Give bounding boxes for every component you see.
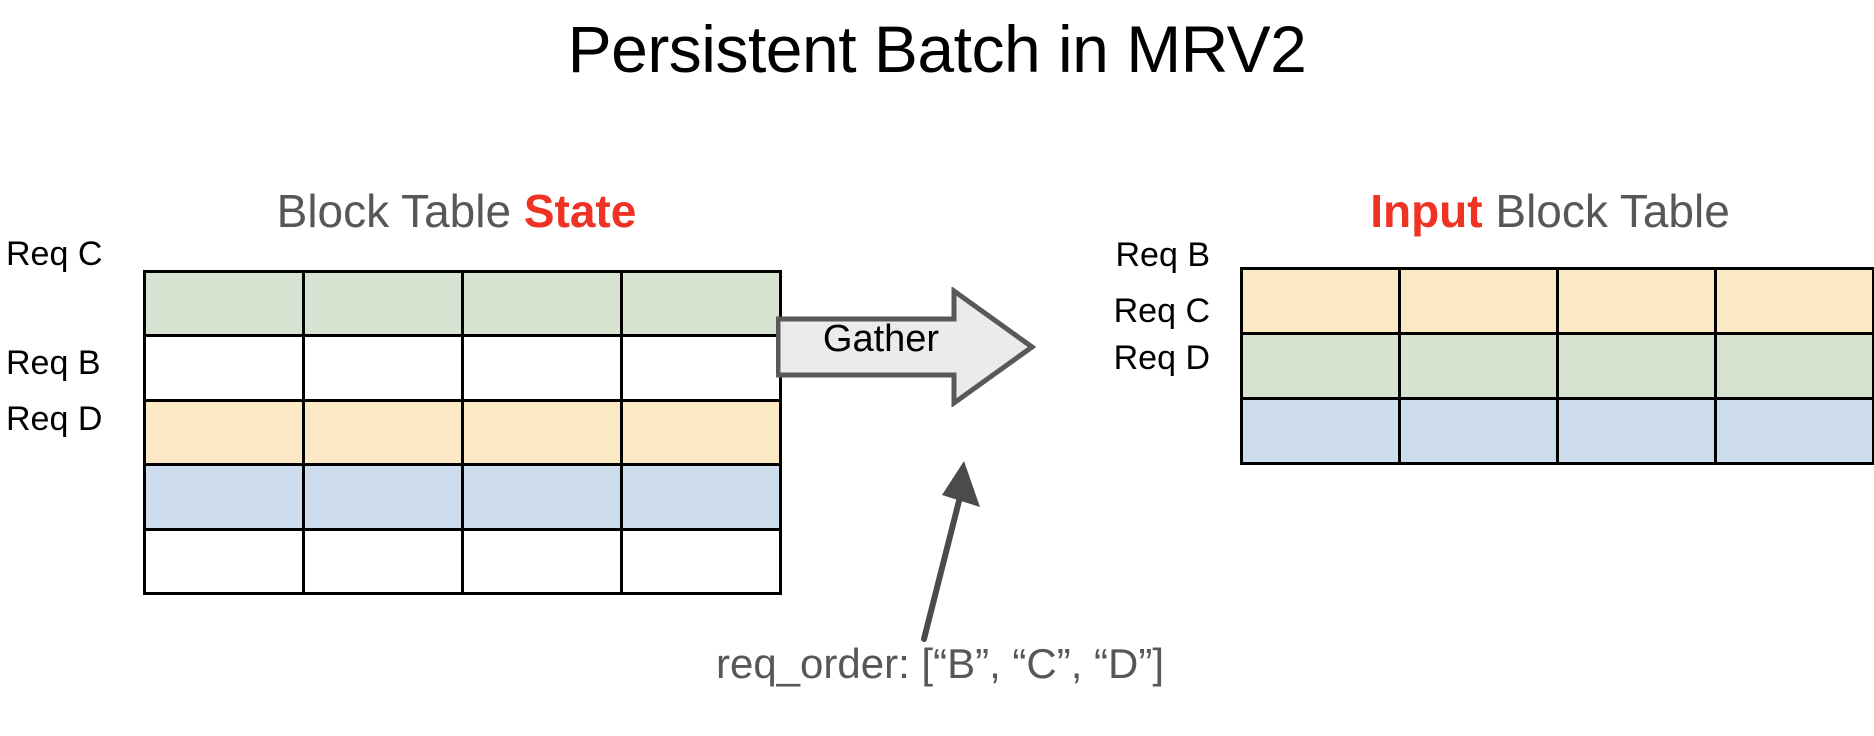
block-table-state-cell (302, 398, 464, 467)
req-order-caption: req_order: [“B”, “C”, “D”] (715, 640, 1165, 687)
callout-arrow-icon (921, 461, 980, 642)
input-block-table-row (1240, 267, 1874, 335)
left-heading-prefix: Block Table (276, 185, 524, 237)
block-table-state-cell (143, 398, 305, 467)
block-table-state-cell (143, 527, 305, 596)
input-block-table-cell (1240, 267, 1401, 335)
left-heading-accent: State (523, 185, 637, 237)
page-title: Persistent Batch in MRV2 (567, 12, 1307, 86)
input-block-table-cell (1714, 397, 1874, 465)
block-table-state-row (143, 269, 782, 338)
block-table-state-cell (620, 334, 782, 402)
input-block-table-cell (1398, 267, 1559, 335)
block-table-state-cell (620, 527, 782, 596)
block-table-state-cell (143, 463, 305, 531)
gather-label: Gather (822, 318, 940, 360)
block-table-state-cell (302, 269, 464, 338)
block-table-state-row (143, 334, 782, 402)
block-table-state-cell (620, 269, 782, 338)
left-row-label-req-c: Req C (6, 235, 103, 273)
right-heading-suffix: Block Table (1482, 185, 1730, 237)
input-block-table-cell (1714, 267, 1874, 335)
block-table-state-cell (461, 527, 623, 596)
gather-arrow-icon (776, 287, 1036, 407)
block-table-state-cell (143, 269, 305, 338)
input-block-table-row (1240, 332, 1874, 400)
block-table-state-cell (461, 269, 623, 338)
block-table-state-cell (143, 334, 305, 402)
block-table-state-cell (302, 334, 464, 402)
block-table-state-row (143, 527, 782, 596)
input-block-table-cell (1556, 267, 1717, 335)
input-block-table-cell (1556, 332, 1717, 400)
input-block-table-cell (1398, 397, 1559, 465)
left-row-label-req-b: Req B (6, 344, 101, 382)
input-block-table-cell (1714, 332, 1874, 400)
left-table-heading: Block Table State (143, 186, 770, 237)
right-row-label-req-d: Req D (1113, 339, 1210, 377)
right-table-heading: Input Block Table (1240, 186, 1860, 237)
block-table-state-cell (302, 527, 464, 596)
block-table-state-cell (620, 398, 782, 467)
input-block-table (1240, 267, 1874, 465)
right-heading-accent: Input (1370, 185, 1483, 237)
block-table-state (143, 269, 782, 596)
left-row-label-req-d: Req D (6, 400, 103, 438)
block-table-state-cell (461, 463, 623, 531)
input-block-table-cell (1556, 397, 1717, 465)
block-table-state-cell (461, 334, 623, 402)
input-block-table-cell (1240, 397, 1401, 465)
input-block-table-row (1240, 397, 1874, 465)
block-table-state-cell (461, 398, 623, 467)
block-table-state-cell (302, 463, 464, 531)
right-row-label-req-b: Req B (1115, 236, 1211, 274)
input-block-table-cell (1398, 332, 1559, 400)
input-block-table-cell (1240, 332, 1401, 400)
block-table-state-cell (620, 463, 782, 531)
block-table-state-row (143, 398, 782, 467)
block-table-state-row (143, 463, 782, 531)
right-row-label-req-c: Req C (1113, 292, 1210, 330)
